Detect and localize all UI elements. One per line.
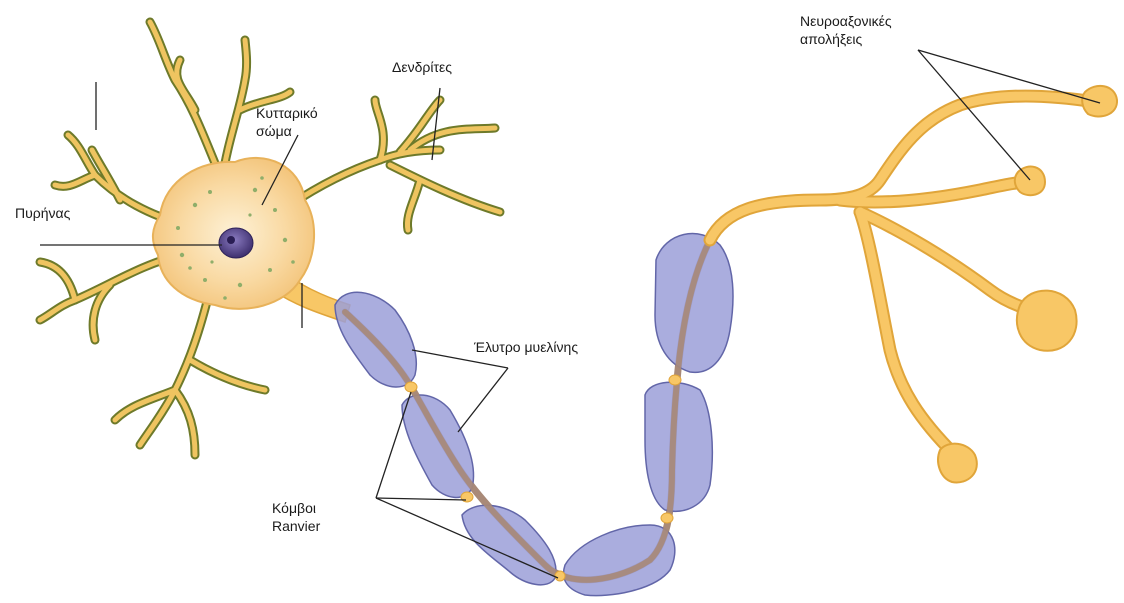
label-nucleus-text: Πυρήνας	[15, 204, 70, 222]
ranvier-node	[669, 375, 681, 385]
nucleus	[219, 228, 253, 258]
label-nucleus: Πυρήνας	[15, 204, 70, 222]
label-myelin-sheath-text: Έλυτρο μυελίνης	[474, 338, 578, 356]
terminal-button	[1082, 86, 1117, 117]
ranvier-node	[555, 571, 565, 581]
label-axon-terminals: Νευροαξονικές απολήξεις	[800, 12, 892, 48]
myelin-segment	[402, 395, 473, 497]
label-dendrites-text: Δενδρίτες	[392, 58, 452, 76]
myelin-segment	[462, 505, 556, 585]
label-cell-body-line1: Κυτταρικό	[256, 104, 318, 122]
terminal-button	[1015, 167, 1045, 196]
label-nodes-line1: Κόμβοι	[272, 499, 320, 517]
myelin-segment	[655, 234, 733, 373]
label-cell-body-line2: σώμα	[256, 122, 318, 140]
ranvier-node	[405, 382, 417, 392]
myelin-segment	[564, 525, 675, 596]
label-dendrites: Δενδρίτες	[392, 58, 452, 76]
label-cell-body: Κυτταρικό σώμα	[256, 104, 318, 140]
label-nodes-line2: Ranvier	[272, 517, 320, 535]
ranvier-node	[661, 513, 673, 523]
terminal-button	[938, 444, 977, 483]
label-nodes-of-ranvier: Κόμβοι Ranvier	[272, 499, 320, 535]
axon-terminals	[710, 96, 1095, 455]
terminal-button	[1017, 291, 1077, 351]
terminal-buttons	[938, 86, 1117, 483]
nucleolus	[227, 236, 235, 244]
label-axon-terminals-line2: απολήξεις	[800, 30, 892, 48]
label-axon-terminals-line1: Νευροαξονικές	[800, 12, 892, 30]
label-myelin-sheath: Έλυτρο μυελίνης	[474, 338, 578, 356]
myelin-segment	[645, 382, 712, 511]
